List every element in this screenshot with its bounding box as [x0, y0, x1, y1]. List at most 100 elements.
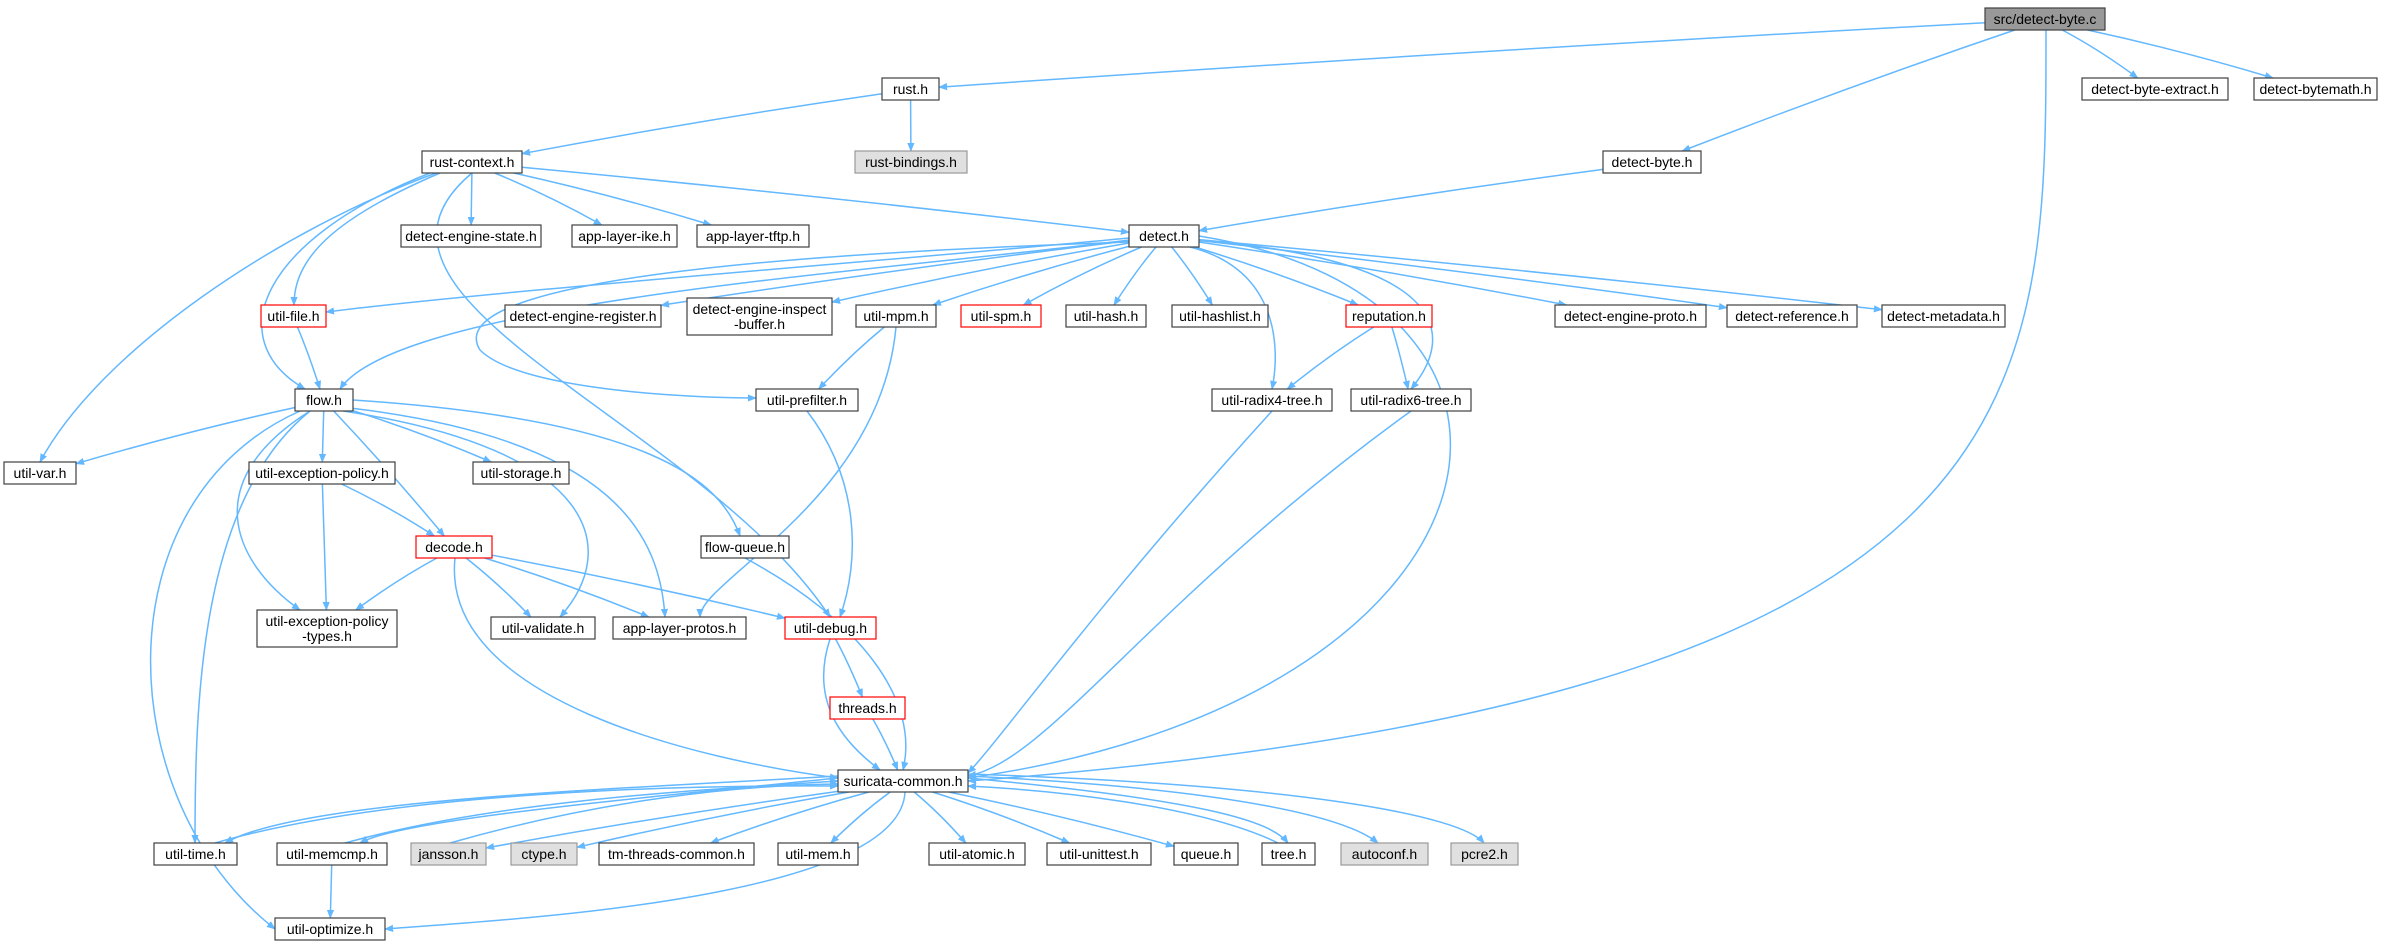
node-dmeta[interactable]: detect-metadata.h — [1881, 304, 2006, 328]
node-hash[interactable]: util-hash.h — [1065, 304, 1147, 328]
node-label-queue: queue.h — [1181, 846, 1232, 862]
node-rep[interactable]: reputation.h — [1345, 304, 1433, 328]
node-box-fq — [700, 535, 790, 559]
edge-sc-to-uatom — [913, 791, 967, 844]
edge-flow-to-uept — [236, 410, 311, 611]
node-label-der: detect-engine-register.h — [509, 308, 656, 324]
node-flow[interactable]: flow.h — [294, 388, 354, 412]
edge-detect-to-dmeta — [1198, 238, 1883, 313]
node-box-queue — [1173, 842, 1239, 866]
node-uep[interactable]: util-exception-policy.h — [248, 461, 396, 485]
node-label-dmeta: detect-metadata.h — [1887, 308, 2000, 324]
node-sc[interactable]: suricata-common.h — [837, 769, 969, 793]
node-rdx4[interactable]: util-radix4-tree.h — [1211, 388, 1333, 412]
node-label-rdx6: util-radix6-tree.h — [1360, 392, 1461, 408]
node-box-spm — [960, 304, 1042, 328]
node-label-memcmp: util-memcmp.h — [286, 846, 378, 862]
node-box-uut — [1046, 842, 1152, 866]
edge-root-to-sc — [967, 29, 2047, 784]
node-dbyte[interactable]: detect-byte.h — [1602, 150, 1702, 174]
edge-rustctx-to-tftp — [513, 172, 713, 227]
node-dbm[interactable]: detect-bytemath.h — [2253, 77, 2378, 101]
node-ustore[interactable]: util-storage.h — [472, 461, 570, 485]
node-tftp[interactable]: app-layer-tftp.h — [696, 224, 810, 248]
node-label-rustbind: rust-bindings.h — [865, 154, 957, 170]
node-prefilter[interactable]: util-prefilter.h — [755, 388, 859, 412]
edge-detect-to-rdx6 — [1198, 239, 1434, 390]
edge-decode-to-uval — [465, 557, 532, 618]
node-box-rdx4 — [1211, 388, 1333, 412]
node-detect[interactable]: detect.h — [1128, 224, 1200, 248]
node-label-mpm: util-mpm.h — [863, 308, 928, 324]
node-label-tmtc: tm-threads-common.h — [608, 846, 745, 862]
node-label-uept-line1: -types.h — [302, 628, 352, 644]
node-umem[interactable]: util-mem.h — [777, 842, 859, 866]
edge-rdx6-to-sc — [967, 410, 1412, 778]
edge-sc-to-tmtc — [709, 791, 870, 844]
node-jansson[interactable]: jansson.h — [410, 842, 487, 866]
node-alp[interactable]: app-layer-protos.h — [612, 616, 747, 640]
node-pcre2[interactable]: pcre2.h — [1450, 842, 1519, 866]
node-fq[interactable]: flow-queue.h — [700, 535, 790, 559]
node-utime[interactable]: util-time.h — [153, 842, 238, 866]
node-box-uept — [256, 609, 398, 648]
node-rdx6[interactable]: util-radix6-tree.h — [1350, 388, 1472, 412]
edge-decode-to-sc — [453, 557, 839, 781]
edge-rust-to-rustctx — [521, 92, 883, 156]
node-autoconf[interactable]: autoconf.h — [1340, 842, 1429, 866]
edge-layer — [39, 21, 2274, 932]
node-uut[interactable]: util-unittest.h — [1046, 842, 1152, 866]
node-uatom[interactable]: util-atomic.h — [928, 842, 1026, 866]
edge-detect-to-flow — [339, 239, 1130, 390]
edge-utime-to-sc — [214, 782, 839, 844]
node-ctype[interactable]: ctype.h — [510, 842, 578, 866]
node-decode[interactable]: decode.h — [415, 535, 493, 559]
node-mpm[interactable]: util-mpm.h — [855, 304, 937, 328]
node-label-ctype: ctype.h — [521, 846, 566, 862]
edge-rustctx-to-ufile — [290, 172, 441, 306]
node-rust[interactable]: rust.h — [881, 77, 940, 101]
node-deib[interactable]: detect-engine-inspect-buffer.h — [686, 297, 833, 336]
node-queue[interactable]: queue.h — [1173, 842, 1239, 866]
node-spm[interactable]: util-spm.h — [960, 304, 1042, 328]
node-des[interactable]: detect-engine-state.h — [400, 224, 542, 248]
edge-detect-to-spm — [1022, 246, 1142, 306]
node-ufile[interactable]: util-file.h — [260, 304, 327, 328]
node-box-threads — [829, 696, 906, 720]
node-box-ctype — [510, 842, 578, 866]
node-box-ufile — [260, 304, 327, 328]
node-box-des — [400, 224, 542, 248]
node-memcmp[interactable]: util-memcmp.h — [276, 842, 388, 866]
node-label-alp: app-layer-protos.h — [623, 620, 737, 636]
edge-detect-to-der — [660, 240, 1130, 308]
node-uopt[interactable]: util-optimize.h — [274, 917, 386, 941]
edge-sc-to-umem — [830, 791, 891, 844]
edge-tree-to-sc — [967, 782, 1279, 844]
node-uept[interactable]: util-exception-policy-types.h — [256, 609, 398, 648]
node-dep[interactable]: detect-engine-proto.h — [1554, 304, 1707, 328]
node-hashlist[interactable]: util-hashlist.h — [1171, 304, 1269, 328]
node-tree[interactable]: tree.h — [1261, 842, 1316, 866]
edge-sc-to-queue — [948, 791, 1175, 848]
node-der[interactable]: detect-engine-register.h — [504, 304, 662, 328]
edge-mpm-to-prefilter — [818, 326, 885, 390]
node-udebug[interactable]: util-debug.h — [784, 616, 877, 640]
node-rustbind[interactable]: rust-bindings.h — [854, 150, 968, 174]
node-dbe[interactable]: detect-byte-extract.h — [2081, 77, 2229, 101]
node-label-ufile: util-file.h — [267, 308, 319, 324]
node-uvar[interactable]: util-var.h — [3, 461, 77, 485]
node-label-detect: detect.h — [1139, 228, 1189, 244]
node-box-tmtc — [598, 842, 755, 866]
node-tmtc[interactable]: tm-threads-common.h — [598, 842, 755, 866]
edge-sc-to-autoconf — [967, 775, 1379, 844]
edge-mpm-to-alp — [696, 326, 897, 618]
node-dref[interactable]: detect-reference.h — [1726, 304, 1858, 328]
node-root[interactable]: src/detect-byte.c — [1984, 7, 2106, 31]
node-box-umem — [777, 842, 859, 866]
node-threads[interactable]: threads.h — [829, 696, 906, 720]
node-box-uep — [248, 461, 396, 485]
node-ike[interactable]: app-layer-ike.h — [571, 224, 678, 248]
node-uval[interactable]: util-validate.h — [490, 616, 596, 640]
node-rustctx[interactable]: rust-context.h — [421, 150, 523, 174]
node-label-autoconf: autoconf.h — [1352, 846, 1417, 862]
